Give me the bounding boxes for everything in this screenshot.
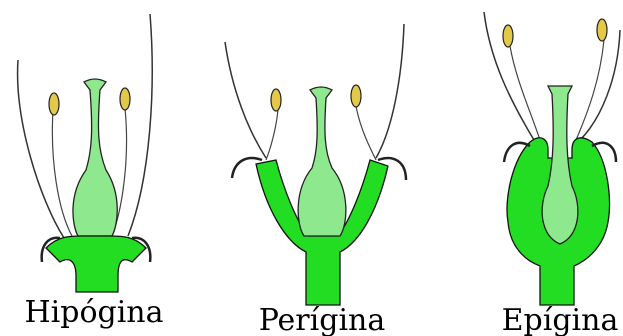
epigynous-petal-right (580, 30, 620, 140)
perigynous-label: Perígina (259, 303, 386, 336)
hypogynous-flower: Hipógina (18, 14, 164, 330)
perigynous-petal-left (225, 42, 266, 158)
hypogynous-filament-left (52, 110, 72, 236)
perigynous-anther-left (271, 89, 281, 111)
hypogynous-anther-left (49, 93, 59, 115)
hypogynous-receptacle (46, 236, 146, 292)
hypogynous-anther-right (120, 88, 130, 110)
perigynous-pistil (298, 87, 346, 236)
perigynous-anther-right (351, 85, 361, 107)
epigynous-flower: Epígina (484, 12, 620, 336)
perigynous-flower: Perígina (225, 24, 406, 336)
perigynous-filament-right (356, 106, 376, 160)
epigynous-label: Epígina (502, 303, 619, 336)
hypogynous-petal-left (18, 60, 64, 238)
perigynous-filament-left (266, 110, 278, 160)
epigynous-anther-left (503, 25, 513, 47)
hypogynous-label: Hipógina (24, 295, 163, 330)
perigynous-petal-right (376, 24, 404, 158)
epigynous-filament-right (576, 40, 604, 140)
hypogynous-petal-right (128, 14, 152, 236)
hypogynous-pistil (73, 79, 117, 236)
epigynous-anther-right (597, 19, 607, 41)
